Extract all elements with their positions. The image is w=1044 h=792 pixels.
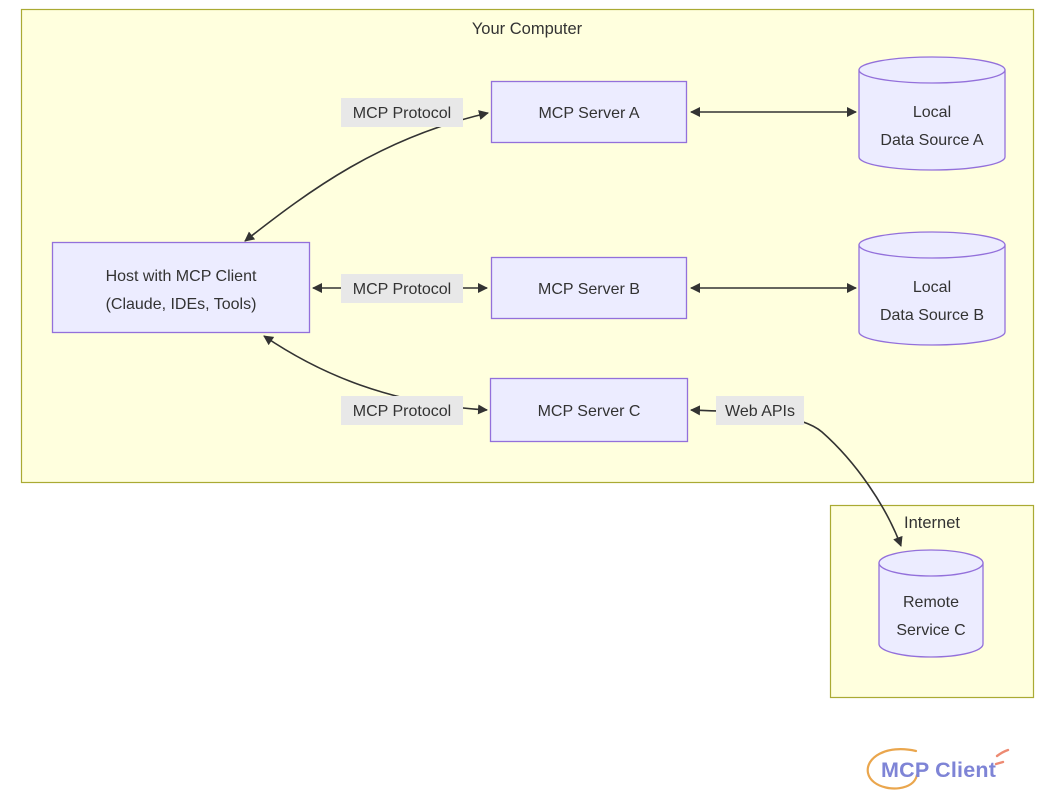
database-cylinder-top-icon xyxy=(878,549,984,577)
edge-label-protocol-b: MCP Protocol xyxy=(341,274,463,303)
edge-label-bg xyxy=(716,396,804,425)
data-source-b-line1: Local xyxy=(913,279,951,296)
edge-label-protocol-c: MCP Protocol xyxy=(341,396,463,425)
remote-service-c-line1: Remote xyxy=(903,594,959,611)
data-source-a-line1: Local xyxy=(913,104,951,121)
database-cylinder-icon xyxy=(878,562,984,658)
host-label-line1: Host with MCP Client xyxy=(106,268,257,285)
node-server-c: MCP Server C xyxy=(489,377,689,443)
database-cylinder-top-icon xyxy=(858,56,1006,84)
node-server-b: MCP Server B xyxy=(490,256,688,320)
internet-title: Internet xyxy=(904,514,960,532)
edge-label-text: Web APIs xyxy=(725,403,795,420)
your-computer-title: Your Computer xyxy=(472,20,583,38)
edge-label-web-apis: Web APIs xyxy=(716,396,804,425)
database-cylinder-icon xyxy=(858,69,1006,171)
database-cylinder-icon xyxy=(858,244,1006,346)
edge-label-text: MCP Protocol xyxy=(353,403,451,420)
server-a-box xyxy=(490,80,688,144)
server-b-label: MCP Server B xyxy=(538,281,640,298)
logo-text: MCP Client xyxy=(881,758,996,782)
node-server-a: MCP Server A xyxy=(490,80,688,144)
server-a-label: MCP Server A xyxy=(538,105,639,122)
node-host: Host with MCP Client (Claude, IDEs, Tool… xyxy=(51,241,311,334)
edge-label-text: MCP Protocol xyxy=(353,281,451,298)
logo-spark-icon xyxy=(995,748,1010,758)
edge-label-bg xyxy=(341,98,463,127)
host-box xyxy=(51,241,311,334)
node-remote-service-c: Remote Service C xyxy=(878,549,984,658)
edge-label-bg xyxy=(341,396,463,425)
data-source-b-line2: Data Source B xyxy=(880,307,984,324)
node-data-source-a: Local Data Source A xyxy=(858,56,1006,171)
host-label-line2: (Claude, IDEs, Tools) xyxy=(106,296,257,313)
server-c-box xyxy=(489,377,689,443)
edge-label-protocol-a: MCP Protocol xyxy=(341,98,463,127)
edge-label-text: MCP Protocol xyxy=(353,105,451,122)
server-b-box xyxy=(490,256,688,320)
mcp-client-logo: MCP Client xyxy=(866,748,1010,790)
logo-spark-icon xyxy=(994,760,1005,766)
edge-labels-layer: MCP Protocol MCP Protocol MCP Protocol W… xyxy=(341,98,804,425)
server-c-label: MCP Server C xyxy=(538,403,641,420)
node-data-source-b: Local Data Source B xyxy=(858,231,1006,346)
data-source-a-line2: Data Source A xyxy=(880,132,984,149)
edge-label-bg xyxy=(341,274,463,303)
logo-swoosh-icon xyxy=(866,748,919,790)
remote-service-c-line2: Service C xyxy=(896,622,965,639)
database-cylinder-top-icon xyxy=(858,231,1006,259)
